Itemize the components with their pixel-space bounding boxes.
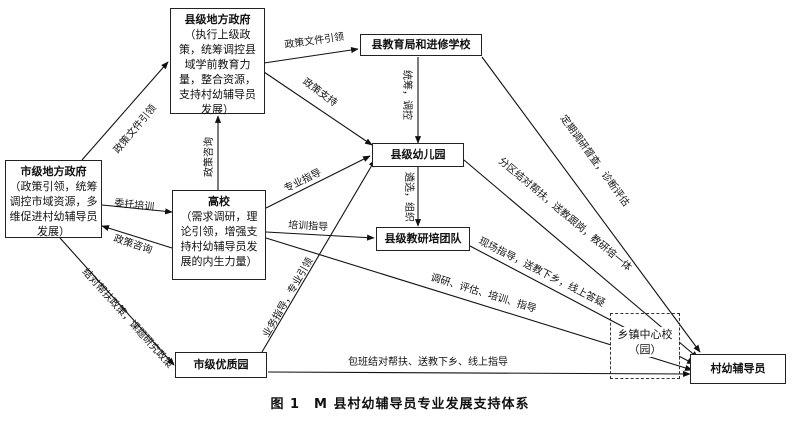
node-city-gov-title: 市级地方政府 — [20, 165, 87, 178]
node-village: 村幼辅导员 — [690, 354, 786, 384]
node-city-quality-title: 市级优质园 — [193, 358, 249, 371]
figure-caption: 图 1 M 县村幼辅导员专业发展支持体系 — [270, 397, 530, 412]
node-township-title: 乡镇中心校（园） — [611, 327, 679, 357]
label-uni-to-county: 政策咨询 — [202, 137, 215, 177]
edge-city-to-uni — [101, 204, 173, 215]
edge-uni-to-city — [101, 225, 173, 249]
edge-city-to-quality — [59, 237, 175, 366]
edge-uni-to-team — [265, 231, 375, 241]
label-bureau-to-village: 定期调研督查，诊断评估 — [558, 112, 633, 209]
label-uni-to-team: 培训指导 — [288, 218, 329, 233]
node-county-gov-title: 县级地方政府 — [184, 13, 251, 26]
label-quality-to-village: 包班结对帮扶、送教下乡、线上指导 — [348, 355, 508, 368]
edge-kg-to-village — [463, 159, 699, 359]
edge-county-to-bureau — [263, 46, 359, 64]
node-county-kg-title: 县级幼儿园 — [390, 148, 446, 161]
label-uni-to-city: 政策咨询 — [112, 231, 154, 256]
node-county-team: 县级教研培团队 — [376, 227, 470, 251]
node-village-title: 村幼辅导员 — [710, 362, 766, 375]
edge-uni-to-kg — [265, 155, 371, 209]
label-city-to-quality: 结对帮扶政策，课题研究政策 — [80, 265, 177, 370]
node-township: 乡镇中心校（园） — [610, 313, 680, 379]
label-kg-to-team: 遴选，组织 — [403, 172, 416, 222]
label-county-to-kg: 政策支持 — [300, 75, 340, 109]
node-city-gov-body: （政策引领，统筹调控市域资源，多维促进村幼辅导员发展） — [9, 180, 98, 238]
edge-county-to-kg — [263, 71, 373, 146]
edge-city-to-county — [81, 61, 169, 161]
edge-quality-to-kg — [261, 159, 376, 353]
label-uni-to-village: 调研、评估、培训、指导 — [429, 270, 538, 315]
node-county-bureau-title: 县教育局和进修学校 — [371, 38, 471, 51]
node-city-gov: 市级地方政府 （政策引领，统筹调控市域资源，多维促进村幼辅导员发展） — [5, 160, 102, 238]
node-university-title: 高校 — [208, 195, 230, 208]
node-county-kg: 县级幼儿园 — [372, 143, 464, 167]
label-county-to-bureau: 政策文件引领 — [284, 30, 345, 51]
node-county-gov: 县级地方政府 （执行上级政策，统筹调控县域学前教育力量，整合资源，支持村幼辅导员… — [170, 8, 265, 116]
node-county-team-title: 县级教研培团队 — [384, 232, 462, 245]
node-university-body: （需求调研，理论引领，增强支持村幼辅导员发展的内生力量） — [180, 210, 258, 268]
edge-bureau-to-village — [481, 56, 701, 353]
label-quality-to-kg: 业务指导，专业引领 — [259, 255, 315, 339]
label-city-to-uni: 委托培训 — [114, 196, 155, 213]
node-city-quality: 市级优质园 — [175, 352, 267, 378]
edge-quality-to-village — [267, 370, 691, 378]
node-county-gov-body: （执行上级政策，统筹调控县域学前教育力量，整合资源，支持村幼辅导员发展） — [179, 28, 256, 116]
label-bureau-to-kg: 统筹，调控 — [401, 70, 414, 120]
label-city-to-county: 政策文件引领 — [110, 102, 159, 156]
node-university: 高校 （需求调研，理论引领，增强支持村幼辅导员发展的内生力量） — [172, 190, 266, 280]
node-county-bureau: 县教育局和进修学校 — [360, 34, 482, 56]
